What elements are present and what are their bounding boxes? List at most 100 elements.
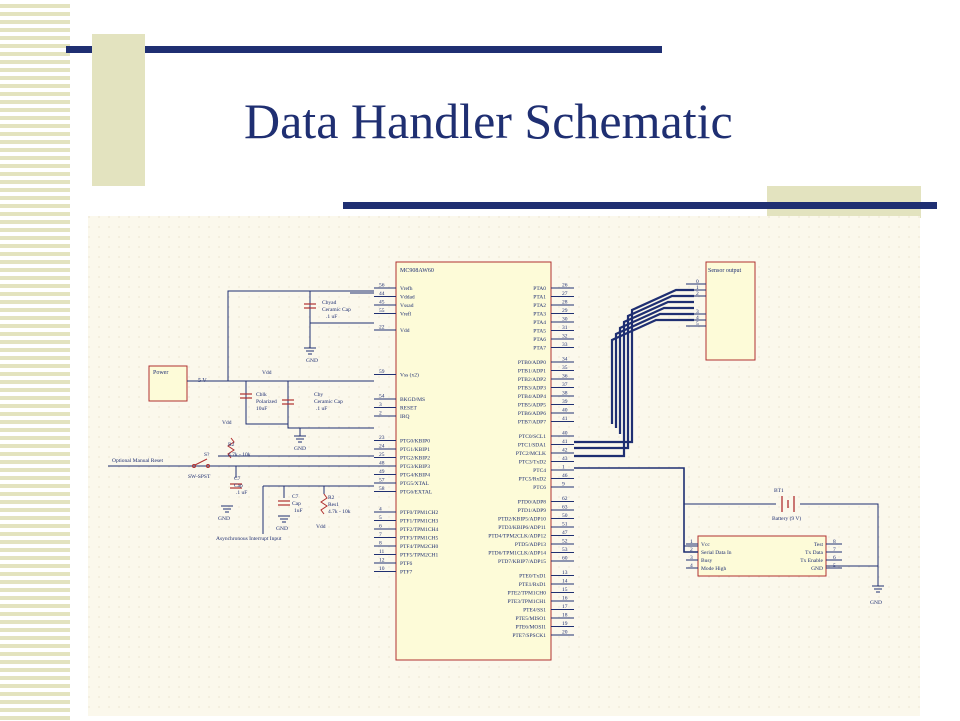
left-stripe-decoration xyxy=(0,0,70,720)
mcu-left-pin-label: PTF6 xyxy=(400,561,412,567)
cap-ref: Cblk xyxy=(256,392,267,398)
mcu-right-pin-label: PTB1/ADP1 xyxy=(518,369,546,375)
mcu-right-pin-number: 38 xyxy=(562,391,568,397)
mcu-left-pin-label: Vrefh xyxy=(400,285,413,292)
mcu-right-pin-label: PTA0 xyxy=(533,286,546,292)
mcu-right-pin-number: 35 xyxy=(562,365,568,371)
mcu-right-pin-label: PTE4/SS1 xyxy=(523,608,546,614)
mcu-right-pin-number: 15 xyxy=(562,587,568,593)
mcu-right-pin-number: 17 xyxy=(562,604,568,610)
mcu-right-pin-label: PTA3 xyxy=(533,312,546,318)
mcu-right-pin-label: PTE6/MOSI1 xyxy=(515,625,546,631)
mcu-right-pin-label: PTD0/ADP8 xyxy=(518,500,547,506)
tx-left-pin-number: 3 xyxy=(690,555,693,561)
mcu-right-pin-label: PTB5/ADP5 xyxy=(518,403,546,409)
mcu-right-pin-label: PTC0/SCL1 xyxy=(519,434,546,440)
mcu-left-pin-number: 11 xyxy=(379,549,385,555)
mcu-right-pin-number: 40 xyxy=(562,408,568,414)
mcu-right-pin-label: PTC6 xyxy=(533,485,546,491)
mcu-name: MC908AW60 xyxy=(400,268,434,274)
async-input-label: Asynchronous Interrupt Input xyxy=(216,536,282,542)
gnd-label: GND xyxy=(294,446,306,452)
mcu-right-pin-label: PTD5/ADP13 xyxy=(515,542,546,548)
mcu-right-pin-number: 41 xyxy=(562,416,568,422)
mcu-left-pin-label: RESET xyxy=(400,406,417,412)
mcu-right-pin-label: PTC5/RxD2 xyxy=(518,477,546,483)
mcu-left-pin-label: PTG5/XTAL xyxy=(400,481,430,487)
tx-left-pin-number: 1 xyxy=(690,539,693,545)
gnd-symbol xyxy=(278,515,290,523)
mcu-right-pin-number: 40 xyxy=(562,431,568,437)
mcu-left-pin-number: 2 xyxy=(379,411,382,417)
mcu-right-pin-label: PTA6 xyxy=(533,337,546,343)
mcu-left-pin-number: 12 xyxy=(379,558,385,564)
mcu-left-pin-number: 3 xyxy=(379,402,382,408)
mcu-right-pin-number: 19 xyxy=(562,621,568,627)
cap-value: 1uF xyxy=(294,508,303,514)
mcu-left-pin-label: PTF4/TPM2CH0 xyxy=(400,544,438,550)
cap-type: Ceramic Cap xyxy=(314,399,343,405)
cap-ref: Cbyad xyxy=(322,300,337,306)
mcu-right-pin-number: 53 xyxy=(562,547,568,553)
mcu-left-pin-label: PTF2/TPM1CH4 xyxy=(400,527,438,533)
mcu-right-pin-label: PTD6/TPM1CLK/ADP14 xyxy=(488,551,546,557)
cap-value: .1 uF xyxy=(236,490,247,496)
switch-type: SW-SPST xyxy=(188,474,211,480)
mcu-right-pin-number: 27 xyxy=(562,291,568,297)
cap-type: Cap xyxy=(234,483,243,489)
mcu-right-pin-number: 39 xyxy=(562,399,568,405)
mcu-left-pin-number: 24 xyxy=(379,444,385,450)
mcu-right-pin-label: PTA5 xyxy=(533,329,546,335)
mcu-right-pin-number: 60 xyxy=(562,556,568,562)
mcu-right-pin-label: PTE3/TPM1CH1 xyxy=(507,599,546,605)
mcu-left-pin-number: 23 xyxy=(379,435,385,441)
resistor-ref2: Res1 xyxy=(328,502,339,508)
mcu-right-pin-number: 47 xyxy=(562,530,568,536)
capacitor-symbols xyxy=(230,303,316,506)
mcu-right-pin-number: 9 xyxy=(562,482,565,488)
mcu-left-pin-number: 57 xyxy=(379,478,385,484)
transceiver-block xyxy=(697,535,827,577)
mcu-left-pin-number: 58 xyxy=(379,486,385,492)
resistor-value: 4.7k - 10k xyxy=(328,509,351,515)
sensor-pin-number: 3 xyxy=(696,309,699,315)
mcu-left-pin-label: Vrefl xyxy=(400,311,412,318)
mcu-left-pin-number: 54 xyxy=(379,394,385,400)
mcu-left-pin-label: IRQ xyxy=(400,414,410,420)
battery-value: Battery (9 V) xyxy=(772,515,801,522)
mcu-right-pin-number: 30 xyxy=(562,317,568,323)
mcu-right-pin-label: PTC2/MCLK xyxy=(516,451,546,457)
mcu-left-pin-label: PTF3/TPM1CH5 xyxy=(400,536,438,542)
tx-right-pin-label: Test xyxy=(814,542,824,548)
mcu-left-pin-number: 25 xyxy=(379,452,385,458)
ground-symbols xyxy=(221,347,884,593)
resistor-value: 4.7k - 10k xyxy=(228,452,251,458)
mcu-right-pin-number: 52 xyxy=(562,539,568,545)
mcu-left-pin-number: 7 xyxy=(379,532,382,538)
mcu-right-pin-label: PTD1/ADP9 xyxy=(518,508,547,514)
mcu-left-pin-label: PTG3/KBIP3 xyxy=(400,464,430,470)
cap-type: Polarized xyxy=(256,399,277,405)
mcu-left-pin-number: 10 xyxy=(379,566,385,572)
mcu-left-pin-number: 6 xyxy=(379,524,382,530)
mcu-left-pin-label: PTF7 xyxy=(400,570,412,576)
mcu-right-pin-label: PTC1/SDA1 xyxy=(518,443,546,449)
mcu-right-pin-number: 32 xyxy=(562,334,568,340)
mcu-right-pin-number: 14 xyxy=(562,579,568,585)
mcu-left-pin-number: 56 xyxy=(379,283,385,289)
cap-value: .1 uF xyxy=(326,314,337,320)
mcu-right-pin-label: PTB7/ADP7 xyxy=(518,420,546,426)
mcu-left-pin-label: Vdd xyxy=(400,328,410,334)
mcu-right-pin-label: PTB2/ADP2 xyxy=(518,377,546,383)
gnd-symbol xyxy=(294,435,306,443)
mcu-right-pin-label: PTD2/KBIP5/ADP10 xyxy=(498,517,546,523)
mcu-right-pin-number: 28 xyxy=(562,300,568,306)
reset-switch-symbol xyxy=(192,458,210,468)
tx-left-pin-label: Serial Data In xyxy=(701,550,732,556)
tx-right-pin-number: 6 xyxy=(833,555,836,561)
gnd-symbol xyxy=(304,347,316,355)
cap-ref: C7 xyxy=(292,494,299,500)
tx-left-pin-label: Vcc xyxy=(701,542,710,548)
mcu-right-pin-number: 26 xyxy=(562,283,568,289)
sensor-pin-number: 0 xyxy=(696,279,699,285)
